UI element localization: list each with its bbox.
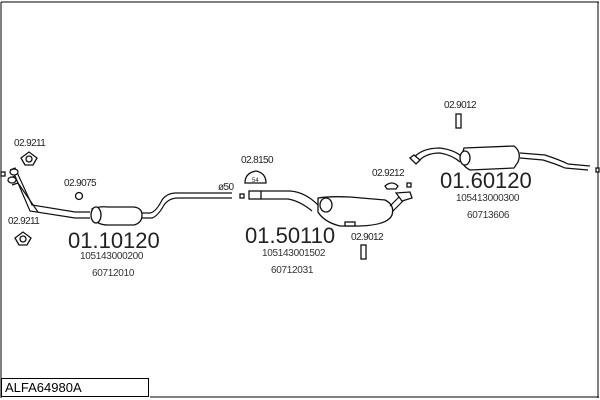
rear-silencer-drawing[interactable] [409, 145, 600, 173]
rear-silencer-oem1: 105413000300 [456, 193, 520, 204]
clamp-icon[interactable] [244, 170, 267, 184]
rear-silencer-oem2: 60713606 [467, 210, 510, 221]
bracket-icon-rear[interactable] [455, 113, 462, 129]
front-pipe-oem1: 105143000200 [80, 251, 144, 262]
clamp-size-label: 54 [252, 178, 259, 184]
rear-silencer-number[interactable]: 01.60120 [440, 168, 532, 193]
gasket-top-label: 02.9211 [14, 138, 46, 149]
middle-silencer-number[interactable]: 01.50110 [245, 223, 335, 248]
round-mount-icon[interactable] [384, 182, 399, 190]
middle-silencer-oem2: 60712031 [271, 265, 314, 276]
reference-code-box: ALFA64980A [1, 378, 149, 397]
front-pipe-oem2: 60712010 [92, 268, 135, 279]
bolt-icon[interactable] [74, 191, 84, 201]
bracket-icon-mid[interactable] [360, 244, 367, 260]
bracket-mid-label: 02.9012 [351, 232, 384, 243]
bracket-rear-label: 02.9012 [444, 100, 477, 111]
front-pipe-number[interactable]: 01.10120 [68, 228, 160, 253]
middle-silencer-drawing[interactable] [248, 182, 413, 227]
clamp-label: 02.8150 [241, 155, 274, 166]
diameter-label: ø50 [218, 182, 234, 193]
gasket-bottom-label: 02.9211 [8, 216, 40, 227]
front-pipe-drawing[interactable] [0, 167, 245, 226]
bolt-label: 02.9075 [64, 178, 97, 189]
middle-silencer-oem1: 105143001502 [262, 248, 326, 259]
round-mount-label: 02.9212 [372, 168, 405, 179]
